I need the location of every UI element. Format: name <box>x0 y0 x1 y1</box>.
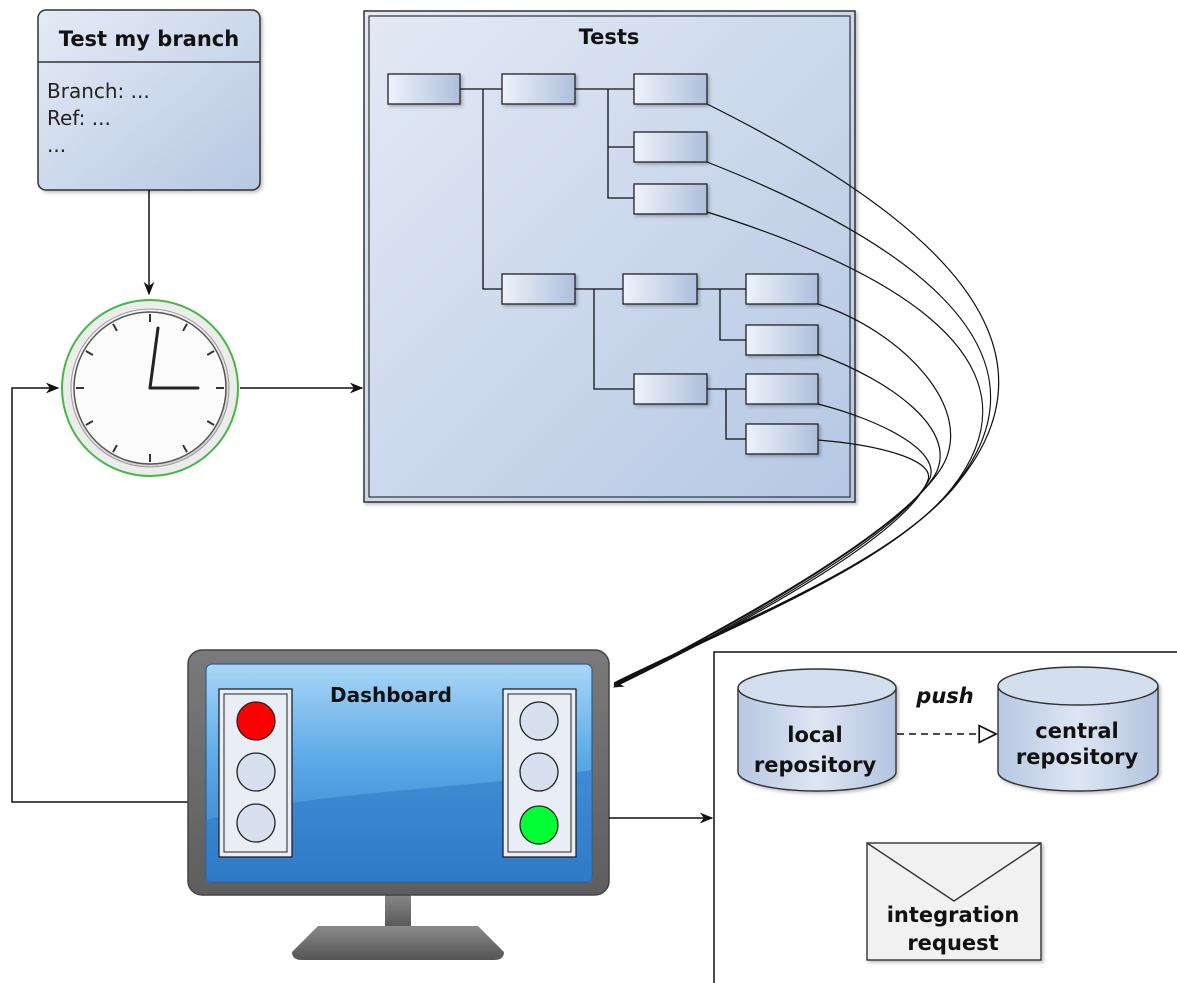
clock-tick <box>206 420 215 426</box>
push-label: push <box>915 684 973 708</box>
central-repository-label-2: repository <box>1016 745 1139 769</box>
branch-line-ref: Ref: ... <box>47 106 111 130</box>
clock-tick <box>206 350 215 356</box>
central-repository-label-1: central <box>1035 719 1118 743</box>
light-off-icon <box>236 752 276 792</box>
test-node <box>745 324 819 356</box>
envelope-icon <box>866 842 1042 961</box>
arrow-dashboard-to-clock <box>11 382 190 803</box>
green-light-icon <box>519 805 559 845</box>
integration-request-label-2: request <box>907 931 998 955</box>
test-node <box>501 73 576 105</box>
light-off-icon <box>236 803 276 843</box>
branch-box <box>37 9 261 191</box>
clock-tick <box>182 444 188 453</box>
clock-icon <box>61 299 239 477</box>
test-result-curves <box>613 103 1000 688</box>
central-repository-cylinder <box>997 666 1159 792</box>
clock-tick <box>182 323 188 332</box>
test-tree-connectors <box>460 88 746 440</box>
local-repository-label-2: repository <box>754 753 877 777</box>
test-tree-nodes <box>387 73 819 455</box>
test-node <box>745 273 819 305</box>
test-node <box>745 423 819 455</box>
local-repository-label-1: local <box>787 723 842 747</box>
light-off-icon <box>519 701 559 741</box>
test-node <box>633 73 708 105</box>
clock-tick <box>112 323 118 332</box>
test-node <box>387 73 461 105</box>
test-node <box>633 183 708 215</box>
branch-box-title: Test my branch <box>59 27 239 51</box>
test-node <box>745 373 819 405</box>
branch-line-branch: Branch: ... <box>47 79 150 103</box>
test-node <box>633 131 708 163</box>
clock-tick <box>85 420 94 426</box>
traffic-light-right <box>502 688 577 858</box>
light-off-icon <box>519 752 559 792</box>
tests-box-title: Tests <box>579 25 640 49</box>
test-node <box>622 273 698 305</box>
integration-request-label-1: integration <box>887 903 1020 927</box>
red-light-icon <box>236 701 276 741</box>
branch-line-more: ... <box>47 133 66 157</box>
dashboard-title: Dashboard <box>330 683 452 707</box>
test-node <box>501 273 576 305</box>
test-node <box>633 373 708 405</box>
clock-tick <box>85 350 94 356</box>
integration-panel <box>713 651 1177 983</box>
clock-tick <box>112 444 118 453</box>
local-repository-cylinder <box>737 668 897 792</box>
traffic-light-left <box>218 688 293 858</box>
